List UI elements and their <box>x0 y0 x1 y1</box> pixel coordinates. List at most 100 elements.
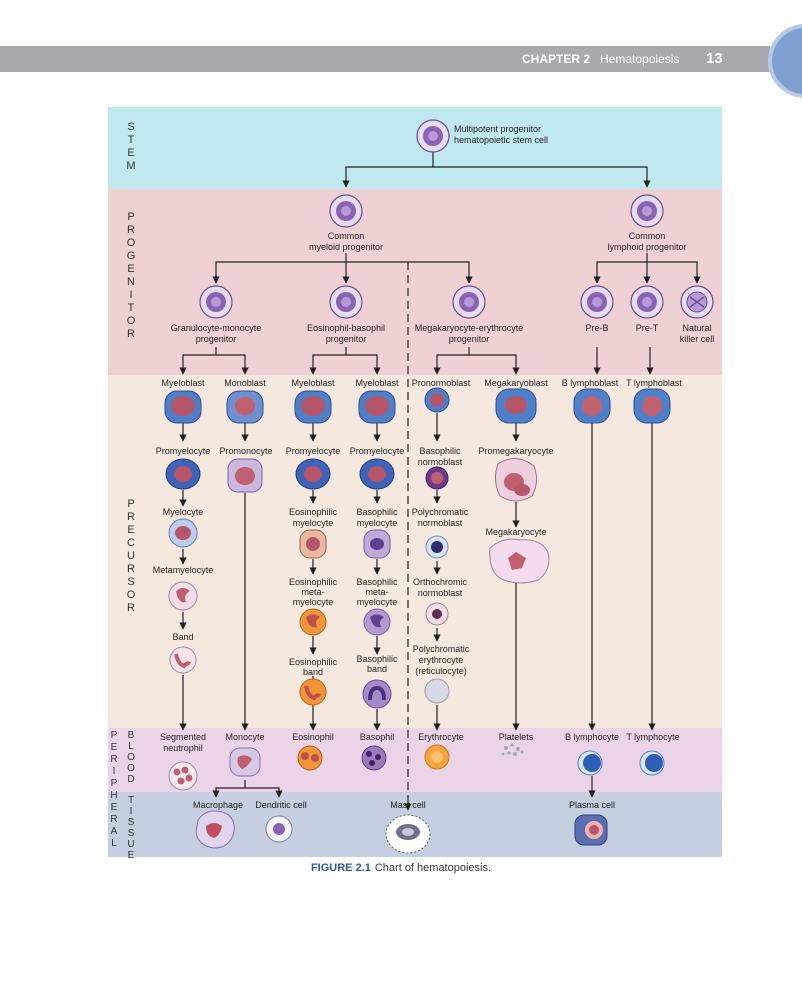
band-label-letter: U <box>127 839 134 850</box>
polychromatic-erythrocyte-cell <box>424 678 450 704</box>
band-label-letter: G <box>127 250 136 262</box>
label-promyelocyte-3: Promyelocyte <box>350 446 405 456</box>
band-label-letter: L <box>128 741 134 752</box>
blood-band <box>108 728 722 792</box>
band-label-letter: O <box>127 752 135 763</box>
orthochromic-normoblast-cell <box>425 602 449 626</box>
label-myeloblast-2: Myeloblast <box>291 378 335 388</box>
band-label-letter: R <box>110 814 117 825</box>
label-monoblast: Monoblast <box>224 378 266 388</box>
label-erythrocyte: Erythrocyte <box>418 732 464 742</box>
eos-myeloblast-cell <box>294 390 332 424</box>
band-label-letter: E <box>111 802 118 813</box>
basophilic-normoblast-cell <box>425 466 449 490</box>
band-cell <box>169 646 197 674</box>
b-lymphoblast-cell <box>573 388 611 424</box>
figure-caption-text: Chart of hematopoiesis. <box>374 862 492 874</box>
label-macrophage: Macrophage <box>193 800 243 810</box>
band-label-letter: R <box>127 224 135 236</box>
page-number: 13 <box>706 50 723 67</box>
monoblast-cell <box>226 390 264 424</box>
stem-cell <box>416 119 450 153</box>
band-label-letter: M <box>126 160 135 172</box>
label-pre-t: Pre-T <box>636 323 659 333</box>
band-label-letter: S <box>127 576 134 588</box>
label-promyelocyte-1: Promyelocyte <box>156 446 211 456</box>
eos-metamyelocyte-cell <box>299 608 327 636</box>
segmented-neutrophil-cell <box>168 761 198 791</box>
band-label-letter: E <box>127 147 134 159</box>
label-myelocyte: Myelocyte <box>163 507 204 517</box>
band-label-letter: S <box>128 817 135 828</box>
label-metamyelocyte: Metamyelocyte <box>153 565 214 575</box>
band-label-letter: I <box>129 289 132 301</box>
running-header-bar <box>0 46 770 72</box>
label-monocyte: Monocyte <box>225 732 264 742</box>
label-platelets: Platelets <box>499 732 534 742</box>
chapter-label: CHAPTER 2 <box>522 52 591 66</box>
polychromatic-normoblast-cell <box>425 535 449 559</box>
label-myeloblast-3: Myeloblast <box>355 378 399 388</box>
band-label-letter: C <box>127 537 135 549</box>
band-label-letter: E <box>111 742 118 753</box>
band-label-letter: I <box>113 766 116 777</box>
band-label-letter: S <box>128 828 135 839</box>
precursor-band <box>108 375 722 728</box>
megakaryoblast-cell <box>495 388 537 424</box>
band-label-letter: P <box>111 778 118 789</box>
baso-myeloblast-cell <box>358 390 396 424</box>
label-myeloblast-1: Myeloblast <box>161 378 205 388</box>
band-label-letter: U <box>127 550 135 562</box>
band-label-letter: A <box>111 826 118 837</box>
band-label-letter: B <box>128 730 135 741</box>
label-promyelocyte-2: Promyelocyte <box>286 446 341 456</box>
erythrocyte-cell <box>424 744 450 770</box>
metamyelocyte-cell <box>168 581 198 611</box>
band-label-letter: L <box>111 838 117 849</box>
band-label-letter: T <box>128 134 135 146</box>
band-label-letter: R <box>127 511 135 523</box>
natural-killer-cell <box>680 285 714 319</box>
eosinophil-cell <box>297 745 323 771</box>
band-label-letter: N <box>127 276 135 288</box>
band-label-letter: R <box>127 602 135 614</box>
band-label-letter: O <box>127 589 136 601</box>
promegakaryocyte-cell <box>494 458 538 502</box>
band-label-letter: T <box>128 795 134 806</box>
label-promonocyte: Promonocyte <box>219 446 272 456</box>
myeloblast-cell <box>164 390 202 424</box>
basophil-cell <box>361 745 387 771</box>
monocyte-cell <box>229 747 261 777</box>
b-lymphocyte-cell <box>577 750 603 776</box>
label-megakaryoblast: Megakaryoblast <box>484 378 548 388</box>
band-label-letter: R <box>127 563 135 575</box>
label-eosinophil: Eosinophil <box>292 732 334 742</box>
label-pre-b: Pre-B <box>585 323 608 333</box>
band-label-letter: D <box>127 774 134 785</box>
figure-number: FIGURE 2.1 <box>310 862 371 874</box>
band-label-letter: I <box>130 806 133 817</box>
progenitor-band <box>108 189 722 375</box>
band-label-letter: R <box>110 754 117 765</box>
band-label-letter: P <box>127 211 134 223</box>
band-label-letter: O <box>127 763 135 774</box>
label-band: Band <box>172 632 193 642</box>
baso-myelocyte-cell <box>363 529 391 559</box>
